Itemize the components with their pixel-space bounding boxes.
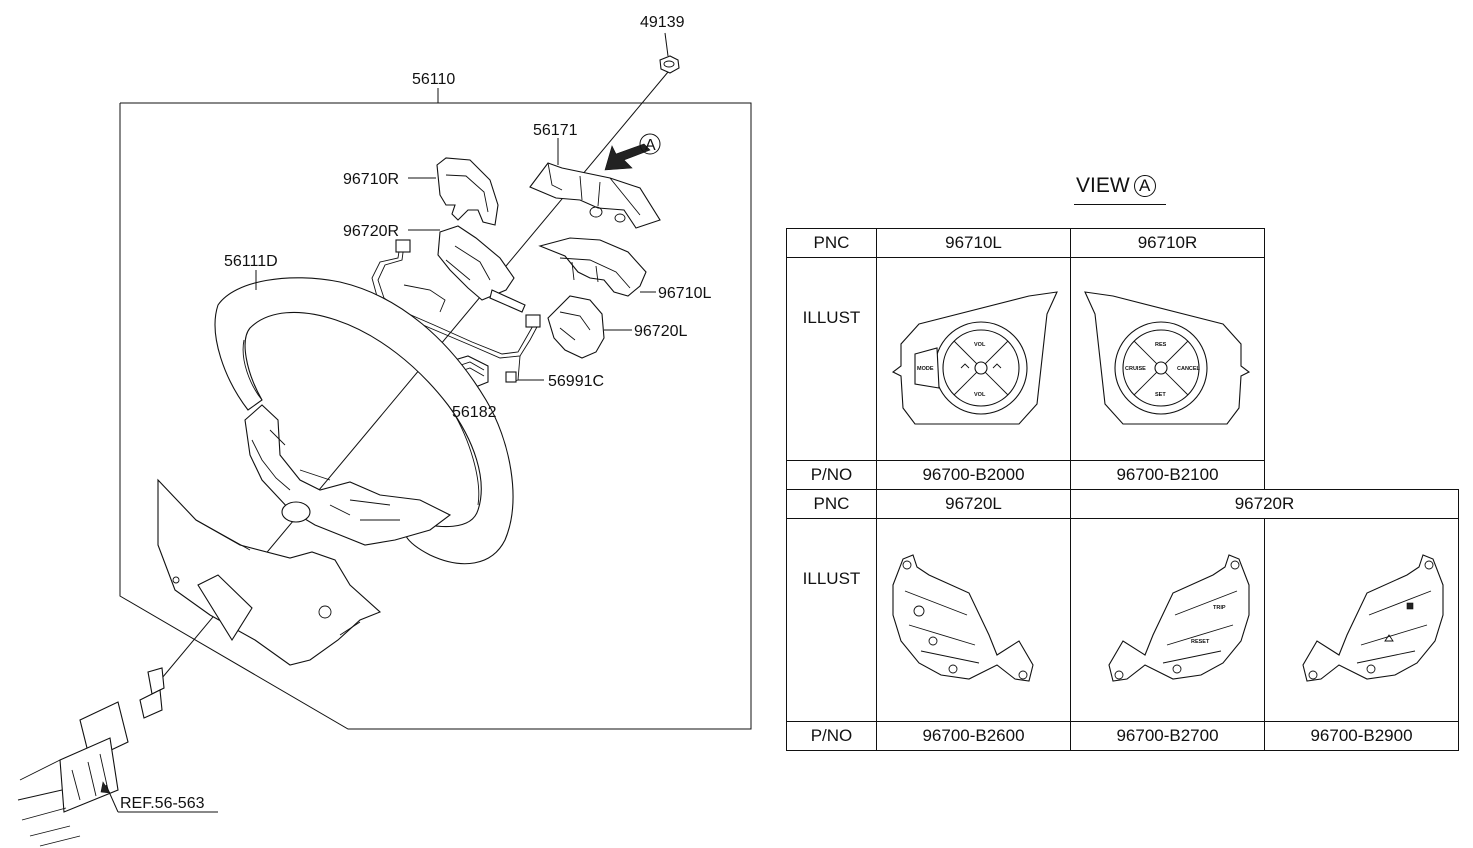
parts-table: PNC 96710L 96710R ILLUST VOL VOL MODE xyxy=(786,228,1459,751)
housing-56171[interactable] xyxy=(529,162,661,229)
table-row: P/NO 96700-B2000 96700-B2100 xyxy=(786,460,1459,490)
switch-right-b-illustration xyxy=(1301,554,1444,682)
reset-text: RESET xyxy=(1191,639,1210,645)
view-a-arrow xyxy=(604,133,661,171)
table-row: ILLUST TRIP RESET xyxy=(786,518,1459,722)
table-row: P/NO 96700-B2600 96700-B2700 96700-B2900 xyxy=(786,721,1459,751)
pno-cell: 96700-B2600 xyxy=(876,721,1071,751)
illust-96710R: RES SET CRUISE CANCEL xyxy=(1070,257,1265,461)
callout-56111D: 56111D xyxy=(224,253,278,270)
switch-96720L[interactable] xyxy=(547,295,605,359)
view-letter: A xyxy=(1133,175,1156,198)
callout-49139: 49139 xyxy=(640,14,685,31)
bezel-left-illustration: VOL VOL MODE xyxy=(891,291,1058,425)
view-underline xyxy=(1074,204,1166,205)
illust-96720R-a: TRIP RESET xyxy=(1070,518,1265,722)
pnc-label: PNC xyxy=(786,489,877,519)
callout-96710R: 96710R xyxy=(343,171,399,188)
callout-arrow-letter: A xyxy=(645,137,656,154)
illust-96710L: VOL VOL MODE xyxy=(876,257,1071,461)
assembly-frame xyxy=(119,102,752,730)
illust-label: ILLUST xyxy=(786,518,877,722)
illust-label: ILLUST xyxy=(786,257,877,461)
switch-left-illustration xyxy=(891,554,1034,682)
pnc-cell: 96720R xyxy=(1070,489,1459,519)
table-row: PNC 96710L 96710R xyxy=(786,228,1459,258)
illust-96720L xyxy=(876,518,1071,722)
steering-wheel-56111D[interactable] xyxy=(214,277,514,565)
switch-96720R[interactable] xyxy=(437,225,526,313)
pnc-label: PNC xyxy=(786,228,877,258)
mode-text: MODE xyxy=(917,366,934,372)
callout-ref: REF.56-563 xyxy=(120,795,205,812)
vol-down-text: VOL xyxy=(974,392,986,398)
callout-56182: 56182 xyxy=(452,404,497,421)
callout-96710L: 96710L xyxy=(658,285,711,302)
set-text: SET xyxy=(1155,392,1166,398)
bezel-96710R[interactable] xyxy=(436,157,499,226)
bezel-right-illustration: RES SET CRUISE CANCEL xyxy=(1083,291,1250,425)
pnc-cell: 96710L xyxy=(876,228,1071,258)
table-row: PNC 96720L 96720R xyxy=(786,489,1459,519)
switch-right-a-illustration: TRIP RESET xyxy=(1107,554,1250,682)
wheel-hub[interactable] xyxy=(244,404,452,546)
pno-cell: 96700-B2000 xyxy=(876,460,1071,490)
view-label: VIEW xyxy=(1076,174,1130,197)
illust-96720R-b xyxy=(1264,518,1459,722)
callout-96720L: 96720L xyxy=(634,323,687,340)
pnc-cell: 96720L xyxy=(876,489,1071,519)
pno-cell: 96700-B2900 xyxy=(1264,721,1459,751)
bezel-96710L[interactable] xyxy=(538,237,647,297)
callout-96720R: 96720R xyxy=(343,223,399,240)
lower-cover[interactable] xyxy=(157,478,382,666)
callout-56110: 56110 xyxy=(412,71,455,88)
callout-56991C: 56991C xyxy=(548,373,604,390)
callout-56171: 56171 xyxy=(533,122,578,139)
pno-label: P/NO xyxy=(786,721,877,751)
cancel-text: CANCEL xyxy=(1177,366,1201,372)
trip-text: TRIP xyxy=(1213,605,1226,611)
res-text: RES xyxy=(1155,342,1167,348)
pno-label: P/NO xyxy=(786,460,877,490)
pno-cell: 96700-B2100 xyxy=(1070,460,1265,490)
cruise-text: CRUISE xyxy=(1125,366,1146,372)
pno-cell: 96700-B2700 xyxy=(1070,721,1265,751)
table-row: ILLUST VOL VOL MODE xyxy=(786,257,1459,461)
steering-column[interactable] xyxy=(17,667,165,847)
vol-up-text: VOL xyxy=(974,342,986,348)
nut-49139[interactable] xyxy=(659,55,680,74)
pnc-cell: 96710R xyxy=(1070,228,1265,258)
